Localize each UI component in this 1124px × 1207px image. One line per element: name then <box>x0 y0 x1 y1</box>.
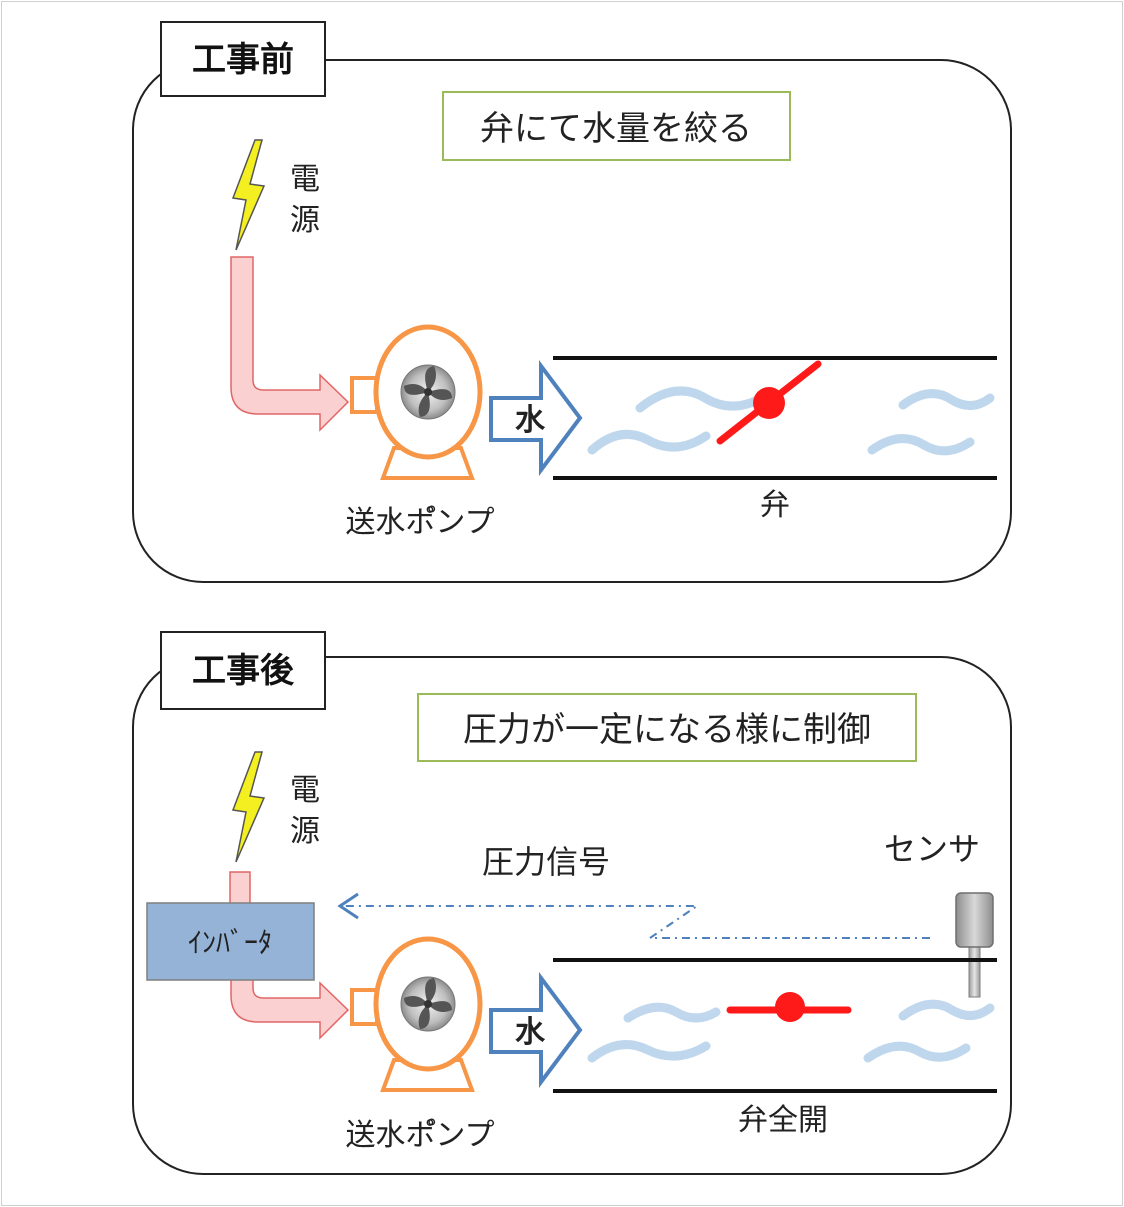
before-panel-frame <box>132 59 1012 583</box>
fan-icon <box>400 364 456 420</box>
before-title-box <box>160 21 326 97</box>
before-power-label-1: 電 <box>290 162 320 197</box>
before-pump-label: 送水ポ゚ンプ <box>345 505 494 540</box>
after-valve-label: 弁全開 <box>738 1103 828 1138</box>
power-cable-stub <box>229 871 251 905</box>
inverter-label: ｲﾝﾊﾞｰﾀ <box>188 926 272 959</box>
after-title: 工事後 <box>192 651 295 691</box>
power-cable-arrow <box>230 977 350 1040</box>
inverter-box <box>146 902 315 981</box>
after-title-box <box>160 631 326 710</box>
before-title: 工事前 <box>192 40 294 80</box>
sensor-icon <box>955 892 994 998</box>
before-water-waves <box>587 386 995 456</box>
pressure-signal-line <box>344 905 930 939</box>
valve-icon <box>716 360 822 445</box>
after-power-label-2: 源 <box>290 814 320 849</box>
before-note: 弁にて水量を絞る <box>480 109 752 149</box>
after-note-box <box>417 693 917 762</box>
before-power-label-2: 源 <box>290 203 320 238</box>
lightning-bolt-icon <box>231 751 266 863</box>
water-arrow-icon <box>489 972 583 1088</box>
after-pump <box>350 936 483 1092</box>
water-arrow-icon <box>489 360 583 476</box>
signal-label: 圧力信号 <box>482 843 610 881</box>
after-panel: 工事後 圧力が一定になる様に制御 電 源 ｲﾝﾊﾞｰﾀ 圧力信号 センサ <box>132 631 1012 1175</box>
before-valve-label: 弁 <box>760 488 790 523</box>
after-water-label: 水 <box>515 1015 546 1050</box>
power-cable-arrow <box>230 256 350 432</box>
after-pump-label: 送水ポ゚ンプ <box>345 1118 494 1153</box>
after-water-waves <box>587 999 995 1063</box>
fan-icon <box>400 976 456 1032</box>
lightning-bolt-icon <box>231 139 266 251</box>
after-panel-frame <box>132 656 1012 1175</box>
valve-icon <box>726 992 852 1022</box>
after-power-label-1: 電 <box>290 773 320 808</box>
before-note-box <box>442 91 791 161</box>
before-water-label: 水 <box>515 403 546 438</box>
signal-arrowhead-icon <box>337 892 359 920</box>
sensor-label: センサ <box>884 830 980 868</box>
after-note: 圧力が一定になる様に制御 <box>463 710 871 750</box>
before-panel: 工事前 弁にて水量を絞る 電 源 送水ポ゚ンプ 水 <box>132 21 1012 583</box>
before-pump <box>350 324 483 480</box>
